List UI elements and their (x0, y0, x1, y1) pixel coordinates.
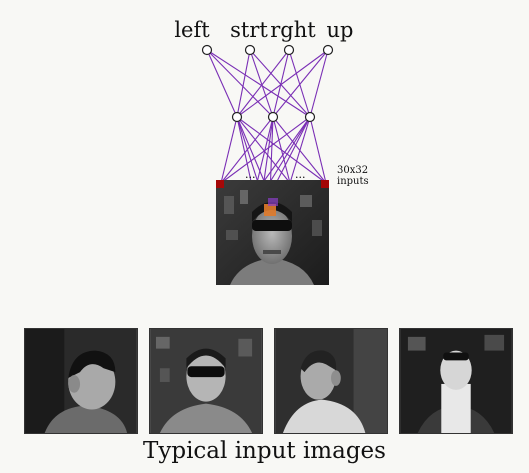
output-node-2 (283, 44, 295, 56)
hidden-node-0 (231, 111, 243, 123)
main-input-image (216, 180, 329, 285)
edge-output2-hidden2 (288, 49, 311, 118)
input-corner-markers (216, 180, 329, 188)
hidden-node-1 (267, 111, 279, 123)
thumbnail-face-left (24, 328, 138, 434)
output-node-3 (322, 44, 334, 56)
edge-output1-hidden0 (236, 49, 251, 118)
edge-output2-hidden0 (236, 49, 290, 118)
edge-output3-hidden0 (236, 49, 329, 118)
edge-output2-hidden1 (272, 49, 290, 118)
output-label-left: left (174, 18, 210, 42)
inputs-note: 30x32 inputs (337, 165, 369, 187)
edge-hidden0-input1 (236, 116, 291, 184)
input-pixel-marker-0 (216, 180, 224, 188)
input-ellipsis-left: ... (245, 168, 256, 181)
edge-output3-hidden2 (309, 49, 329, 118)
network-nodes (201, 44, 334, 123)
edge-output0-hidden1 (206, 49, 274, 118)
output-label-straight: strt (230, 18, 268, 42)
caption: Typical input images (143, 438, 386, 464)
edge-output0-hidden2 (206, 49, 311, 118)
edge-hidden2-input1 (289, 116, 311, 184)
edge-output1-hidden1 (249, 49, 274, 118)
edge-output1-hidden2 (249, 49, 311, 118)
input-ellipsis-right: ... (295, 168, 306, 181)
edge-hidden0-input0 (220, 116, 238, 184)
edge-output0-hidden0 (206, 49, 238, 118)
edge-hidden1-input1 (272, 116, 291, 184)
output-node-0 (201, 44, 213, 56)
input-pixel-marker-1 (321, 180, 329, 188)
hidden-node-2 (304, 111, 316, 123)
output-label-right: rght (270, 18, 316, 42)
output-node-1 (244, 44, 256, 56)
output-label-up: up (326, 18, 354, 42)
edge-hidden2-input2 (309, 116, 327, 184)
edge-output3-hidden1 (272, 49, 329, 118)
inputs-note-word: inputs (337, 176, 369, 187)
thumbnail-face-sunglasses (149, 328, 263, 434)
inputs-note-size: 30x32 (337, 165, 369, 176)
thumbnail-face-right (274, 328, 388, 434)
connections (206, 49, 329, 196)
thumbnail-face-up (399, 328, 513, 434)
